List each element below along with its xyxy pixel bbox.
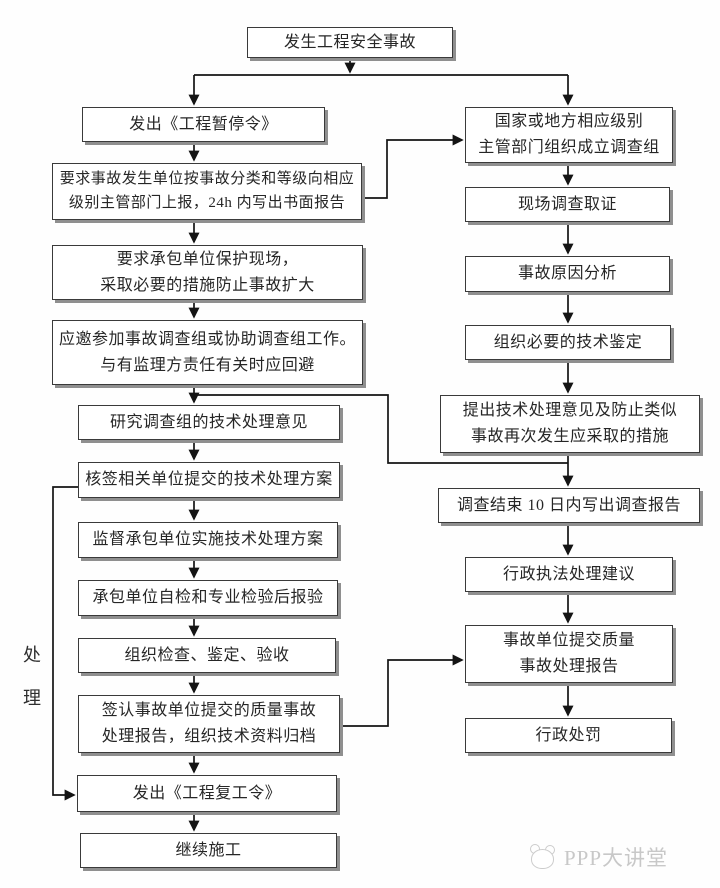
- brand-logo-icon: [529, 844, 557, 870]
- node-label: 现场调查取证: [517, 195, 617, 213]
- node-label: 研究调查组的技术处理意见: [109, 413, 308, 431]
- phase-label-handling: 处 理: [21, 641, 43, 710]
- node-technical-appraisal: 组织必要的技术鉴定: [465, 325, 671, 360]
- node-label: 国家或地方相应级别: [494, 113, 644, 131]
- node-countersign-treatment-plan: 核签相关单位提交的技术处理方案: [78, 462, 340, 498]
- node-issue-stop-order: 发出《工程暂停令》: [82, 107, 325, 142]
- node-label: 事故再次发生应采取的措施: [470, 428, 669, 445]
- node-label: 承包单位自检和专业检验后报验: [92, 589, 324, 607]
- node-label: 事故处理报告: [519, 658, 619, 675]
- node-label: 处理报告，组织技术资料归档: [101, 728, 317, 745]
- node-investigation-report: 调查结束 10 日内写出调查报告: [438, 488, 700, 523]
- node-organize-inspection-acceptance: 组织检查、鉴定、验收: [78, 638, 336, 673]
- node-label: 采取必要的措施防止事故扩大: [100, 276, 315, 294]
- node-label: 事故原因分析: [517, 265, 617, 283]
- node-label: 要求承包单位保护现场，: [116, 250, 299, 268]
- phase-label-char: 处: [23, 645, 41, 665]
- node-accident-occurs: 发生工程安全事故: [247, 27, 453, 58]
- node-enforcement-suggestion: 行政执法处理建议: [465, 557, 673, 592]
- node-submit-quality-report: 事故单位提交质量 事故处理报告: [465, 625, 673, 683]
- node-sign-report-archive: 签认事故单位提交的质量事故 处理报告，组织技术资料归档: [78, 695, 340, 753]
- node-label: 组织检查、鉴定、验收: [124, 646, 290, 664]
- watermark-text: PPP大讲堂: [564, 846, 669, 870]
- node-study-technical-opinions: 研究调查组的技术处理意见: [78, 405, 340, 440]
- node-label: 发出《工程暂停令》: [129, 115, 278, 133]
- node-label: 监督承包单位实施技术处理方案: [92, 531, 324, 549]
- node-protect-site: 要求承包单位保护现场， 采取必要的措施防止事故扩大: [52, 245, 363, 300]
- node-administrative-penalty: 行政处罚: [465, 718, 672, 753]
- phase-label-char: 理: [23, 688, 41, 708]
- watermark: PPP大讲堂: [529, 842, 668, 872]
- node-label: 事故单位提交质量: [502, 632, 635, 650]
- node-supervise-implementation: 监督承包单位实施技术处理方案: [78, 522, 338, 558]
- node-issue-resume-order: 发出《工程复工令》: [77, 775, 337, 812]
- node-continue-construction: 继续施工: [80, 833, 337, 868]
- node-label: 继续施工: [175, 841, 242, 859]
- node-label: 提出技术处理意见及防止类似: [462, 402, 678, 420]
- node-report-to-authority: 要求事故发生单位按事故分类和等级向相应 级别主管部门上报，24h 内写出书面报告: [52, 163, 362, 220]
- node-label: 发生工程安全事故: [283, 33, 416, 51]
- node-join-investigation-team: 应邀参加事故调查组或协助调查组工作。 与有监理方责任有关时应回避: [52, 320, 363, 385]
- node-label: 发出《工程复工令》: [132, 784, 282, 802]
- node-propose-treatment-measures: 提出技术处理意见及防止类似 事故再次发生应采取的措施: [440, 395, 700, 453]
- node-contractor-self-check: 承包单位自检和专业检验后报验: [78, 580, 338, 616]
- node-label: 级别主管部门上报，24h 内写出书面报告: [68, 194, 346, 211]
- node-cause-analysis: 事故原因分析: [465, 256, 670, 292]
- node-label: 行政执法处理建议: [502, 565, 635, 583]
- node-label: 主管部门组织成立调查组: [478, 139, 660, 156]
- node-site-evidence-collection: 现场调查取证: [465, 187, 670, 222]
- node-label: 调查结束 10 日内写出调查报告: [456, 496, 681, 514]
- node-label: 要求事故发生单位按事故分类和等级向相应: [59, 171, 355, 188]
- node-label: 与有监理方责任有关时应回避: [100, 356, 315, 374]
- node-label: 签认事故单位提交的质量事故: [101, 702, 317, 720]
- node-label: 组织必要的技术鉴定: [493, 333, 643, 351]
- node-label: 应邀参加事故调查组或协助调查组工作。: [58, 330, 356, 348]
- node-label: 核签相关单位提交的技术处理方案: [85, 471, 333, 489]
- node-label: 行政处罚: [535, 726, 602, 744]
- node-form-investigation-team: 国家或地方相应级别 主管部门组织成立调查组: [465, 107, 673, 163]
